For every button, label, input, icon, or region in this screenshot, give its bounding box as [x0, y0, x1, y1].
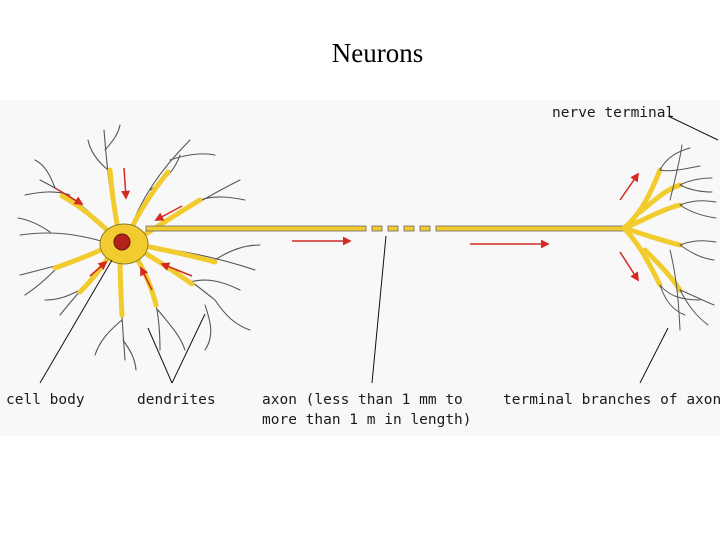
- page-title: Neurons: [331, 38, 424, 68]
- label-nerve-terminal: nerve terminal: [552, 105, 674, 121]
- label-cell-body: cell body: [6, 392, 85, 408]
- label-axon-line2: more than 1 m in length): [262, 412, 472, 428]
- axon: [145, 225, 627, 232]
- terminal-branches: [621, 144, 717, 331]
- signal-direction-arrows: [54, 167, 640, 291]
- nucleus: [113, 233, 131, 251]
- neuron-illustration: nerve terminal cell body dendrites axon …: [6, 105, 720, 428]
- terminal-branch-outlines: [659, 144, 717, 331]
- label-axon-line1: axon (less than 1 mm to: [262, 392, 463, 408]
- label-leader-lines: [39, 115, 719, 384]
- neuron-diagram: nerve terminal cell body dendrites axon …: [0, 100, 720, 436]
- label-dendrites: dendrites: [137, 392, 216, 408]
- label-terminal-branches: terminal branches of axon: [503, 392, 720, 408]
